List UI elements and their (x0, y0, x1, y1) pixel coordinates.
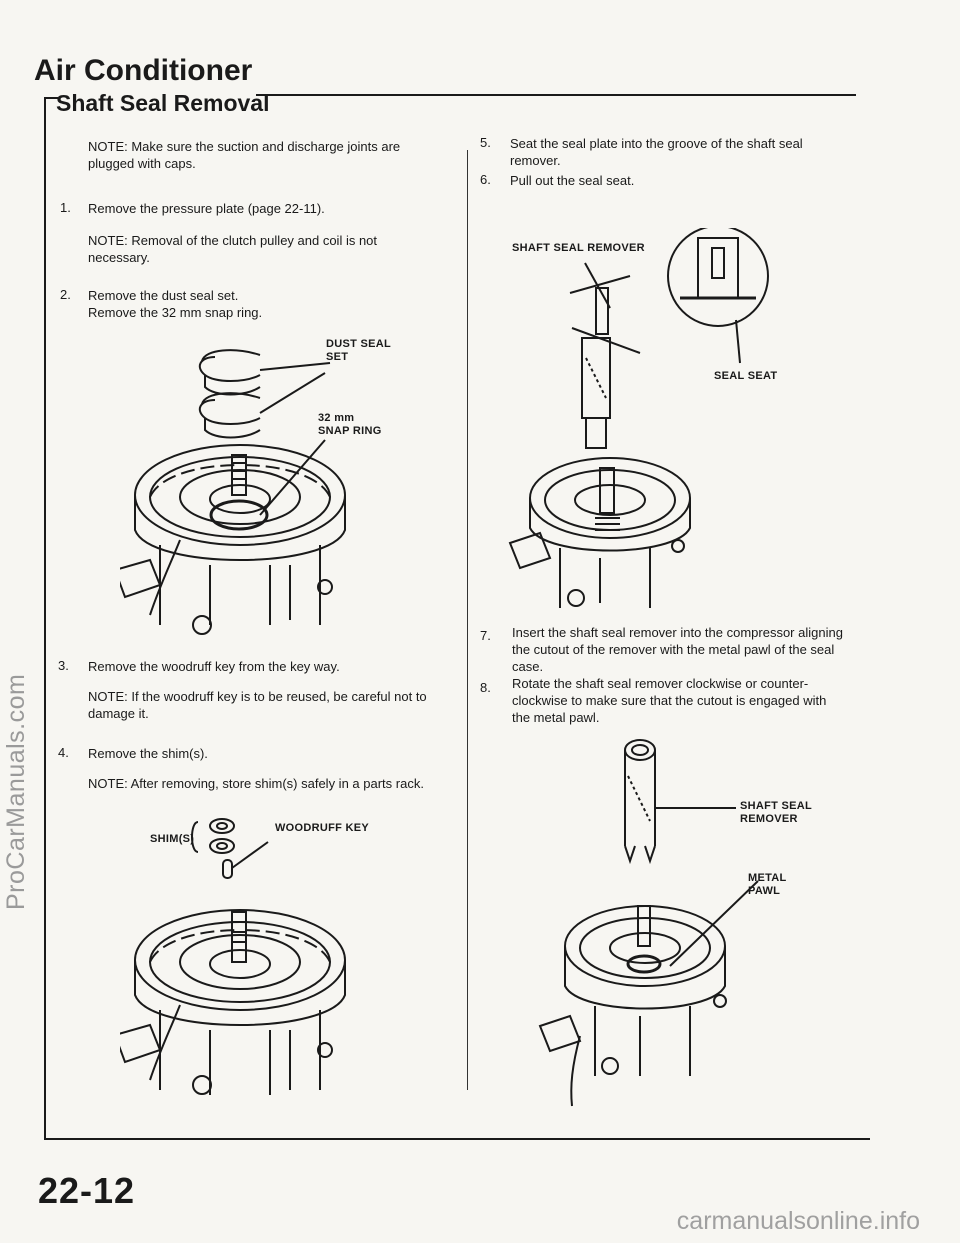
column-divider (467, 150, 468, 1090)
footer-rule (44, 1138, 870, 1140)
step-remove-pressure-plate: Remove the pressure plate (page 22-11). (88, 201, 325, 216)
label-shaft-seal-remover: SHAFT SEAL REMOVER (512, 242, 645, 254)
note-clutch-pulley: NOTE: Removal of the clutch pulley and c… (88, 233, 378, 265)
step-rotate-remover: Rotate the shaft seal remover clockwise … (512, 676, 827, 725)
page-number: 22-12 (38, 1170, 136, 1211)
step-number: 1. (60, 200, 71, 215)
note-plugged-joints: NOTE: Make sure the suction and discharg… (88, 139, 401, 171)
note-woodruff-reuse: NOTE: If the woodruff key is to be reuse… (88, 689, 427, 721)
step-remove-snap-ring: Remove the 32 mm snap ring. (88, 305, 263, 320)
shim-figure (120, 818, 346, 1095)
subsection-title: Shaft Seal Removal (56, 90, 270, 116)
step-number: 5. (480, 135, 491, 150)
frame-rule-left (44, 97, 46, 1139)
frame-rule (44, 97, 58, 99)
step-remove-woodruff-key: Remove the woodruff key from the key way… (88, 659, 340, 674)
side-watermark: ProCarManuals.com (2, 673, 30, 910)
metal-pawl-figure (538, 739, 759, 1107)
step-number: 6. (480, 172, 491, 187)
step-number: 2. (60, 287, 71, 302)
step-pull-seal-seat: Pull out the seal seat. (510, 173, 635, 188)
dust-seal-figure (120, 349, 346, 635)
step-number: 8. (480, 680, 491, 695)
step-number: 3. (58, 658, 69, 673)
step-insert-remover: Insert the shaft seal remover into the c… (512, 625, 843, 674)
header-rule (256, 94, 856, 96)
step-number: 4. (58, 745, 69, 760)
note-store-shims: NOTE: After removing, store shim(s) safe… (88, 776, 424, 791)
step-number: 7. (480, 628, 491, 643)
step-seat-seal-plate: Seat the seal plate into the groove of t… (510, 136, 803, 168)
label-seal-seat: SEAL SEAT (714, 370, 778, 382)
step-remove-shims: Remove the shim(s). (88, 746, 208, 761)
label-shaft-seal-remover-2: SHAFT SEAL REMOVER (740, 800, 813, 825)
seal-remover-figure (508, 228, 769, 608)
label-snap-ring: 32 mm SNAP RING (318, 412, 382, 437)
label-woodruff-key: WOODRUFF KEY (275, 822, 370, 834)
section-title: Air Conditioner (34, 54, 253, 87)
label-shims: SHIM(S) (150, 833, 195, 845)
bottom-watermark: carmanualsonline.info (676, 1207, 920, 1235)
label-dust-seal-set: DUST SEAL SET (326, 338, 392, 363)
label-metal-pawl: METAL PAWL (748, 872, 787, 897)
step-remove-dust-seal: Remove the dust seal set. (88, 288, 239, 303)
